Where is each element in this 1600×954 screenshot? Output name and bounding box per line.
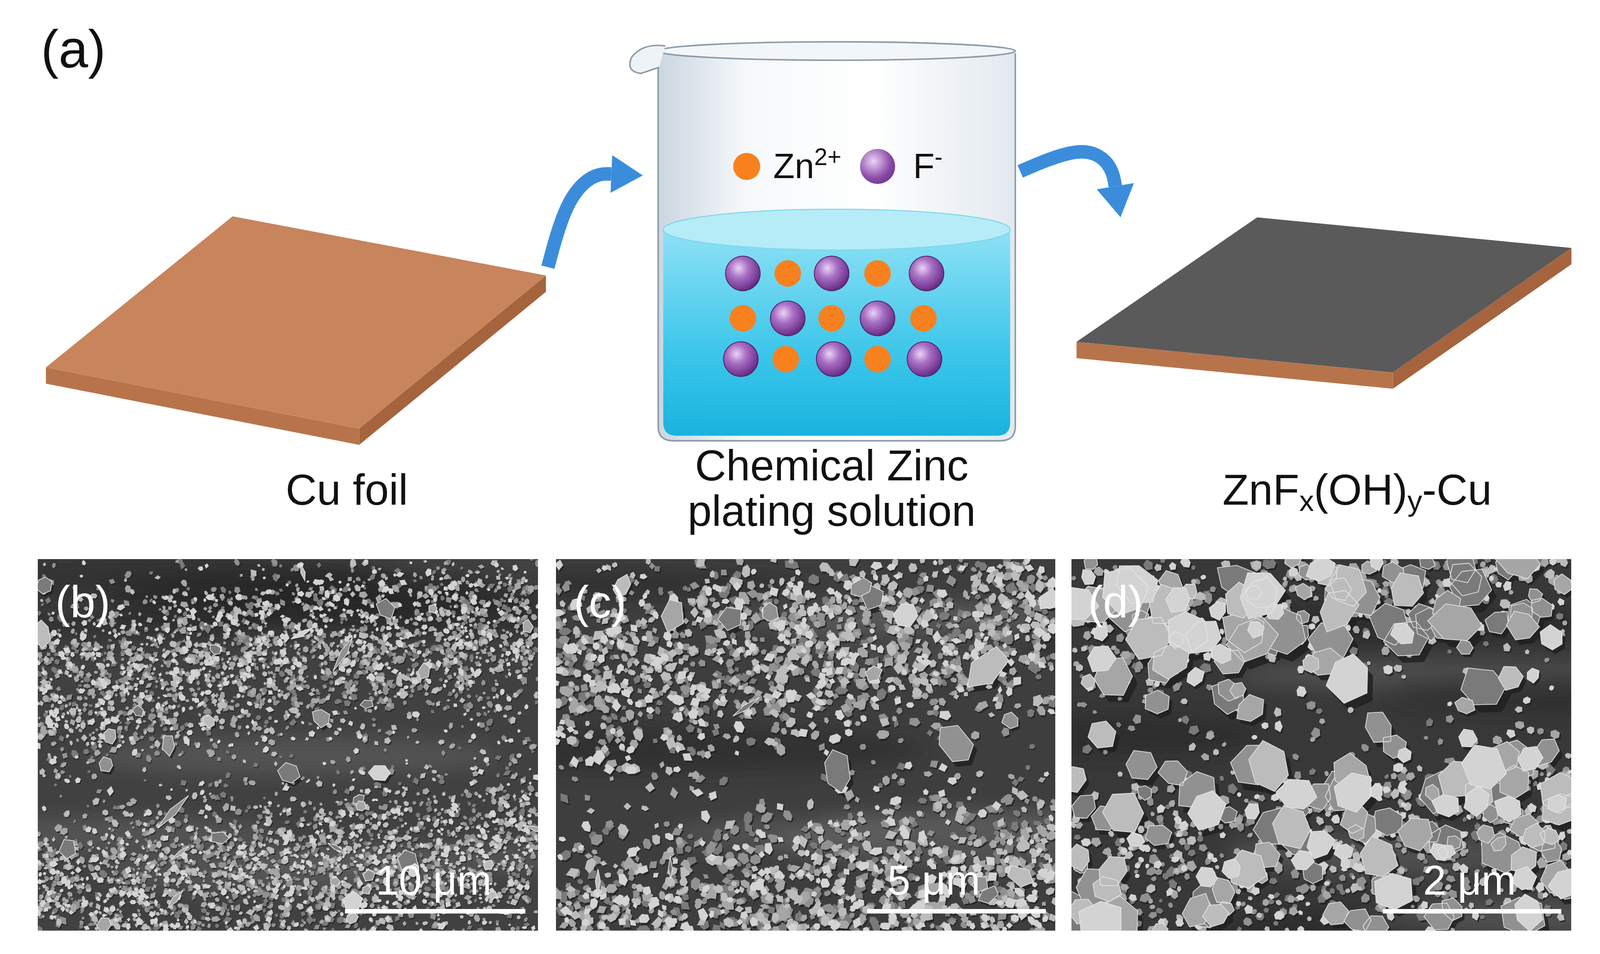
sem-panel: (b) 10 μm: [37, 559, 538, 931]
text-part: 5 μm: [887, 857, 981, 904]
text-part: F: [913, 146, 935, 186]
beaker-body: [658, 53, 1016, 441]
text-part: (b): [55, 576, 111, 628]
zn-ion: [864, 259, 891, 287]
f-ion: [909, 255, 944, 291]
process-step: ZnFx(OH)y-Cu: [1076, 217, 1577, 521]
ions: [723, 255, 944, 377]
text-part: (d): [1088, 576, 1143, 628]
f-ion: [814, 255, 849, 291]
crystal: [1071, 559, 1572, 931]
f-ion: [816, 341, 852, 377]
step-caption: ZnFx(OH)y-Cu: [1222, 465, 1493, 515]
text-part: -Cu: [1422, 465, 1493, 514]
sem-image: [555, 559, 1056, 931]
grain: [37, 559, 538, 931]
crystal: [595, 574, 1034, 897]
beaker: [629, 41, 1016, 441]
text-part: -: [934, 143, 943, 171]
grain-shadow: [37, 559, 538, 931]
crystal: [1071, 559, 1572, 931]
scale-text: 5 μm: [887, 856, 981, 905]
zn-ion: [774, 259, 802, 287]
f-ion: [723, 341, 758, 377]
zn-ion: [729, 304, 757, 332]
crystal: [96, 604, 538, 931]
sem-image: [1071, 559, 1572, 931]
f-ion: [907, 341, 942, 377]
coated-plate: [1076, 217, 1572, 389]
liquid-surface: [663, 209, 1011, 251]
plate-top: [45, 216, 547, 429]
beaker-rim: [658, 41, 1016, 61]
text-part: Cu foil: [285, 465, 408, 514]
process-arrow: [547, 173, 612, 268]
scale-text: 2 μm: [1423, 856, 1516, 905]
scheme-art: [45, 41, 1572, 445]
crystal: [37, 563, 497, 925]
text-part: Chemical Zinc plating solution: [687, 441, 976, 535]
process-arrow: [1020, 152, 1116, 187]
text-part: y: [1407, 484, 1423, 518]
scale-bar: [1382, 909, 1562, 914]
text-part: ZnF: [1222, 465, 1300, 514]
legend-swatch: [860, 148, 896, 184]
scale-bars: [345, 909, 1562, 914]
sem-images: [0, 545, 1600, 951]
plate-top: [1076, 217, 1572, 373]
crystal: [893, 588, 1056, 628]
scale-bar: [867, 909, 1046, 914]
sem-image: [37, 559, 538, 931]
cu-foil-plate: [45, 216, 547, 445]
f-ion: [860, 300, 895, 336]
process-step: Cu foil: [45, 216, 548, 521]
crystal: [661, 599, 883, 682]
legend-text: Zn2+: [773, 146, 842, 187]
beaker-spout: [629, 45, 666, 74]
f-ion: [770, 300, 806, 336]
crystal: [98, 637, 375, 881]
text-part: 10 μm: [375, 857, 492, 904]
text-part: Zn: [773, 146, 815, 186]
panel-label: (a): [40, 18, 106, 81]
liquid: [663, 229, 1011, 436]
step-caption: Cu foil: [285, 465, 408, 515]
text-part: 2 μm: [1423, 857, 1516, 904]
zn-ion: [772, 345, 799, 373]
scale-bar: [345, 909, 526, 914]
sem-panel: (c) 5 μm: [555, 559, 1056, 931]
text-part: (OH): [1313, 465, 1408, 514]
panel-label: (c): [573, 576, 627, 628]
zn-ion: [864, 345, 891, 373]
process-step: Chemical Zinc plating solution: [642, 40, 1021, 539]
scale-text: 10 μm: [375, 856, 492, 905]
panel-label: (d): [1088, 576, 1143, 628]
text-part: 2+: [814, 143, 842, 171]
legend-text: F-: [913, 146, 943, 187]
text-part: (a): [40, 19, 106, 79]
grain: [555, 559, 1056, 931]
crystal: [1076, 559, 1562, 931]
crystal: [1071, 564, 1572, 931]
step-caption: Chemical Zinc plating solution: [674, 443, 990, 534]
panel-label: (b): [55, 576, 111, 628]
text-part: x: [1299, 484, 1314, 518]
sem-panel: (d) 2 μm: [1071, 559, 1572, 931]
zn-ion: [909, 304, 937, 332]
legend-swatch: [733, 152, 761, 180]
f-ion: [725, 255, 761, 291]
zn-ion: [818, 304, 845, 332]
crystal: [762, 577, 1018, 892]
text-part: (c): [573, 576, 627, 628]
